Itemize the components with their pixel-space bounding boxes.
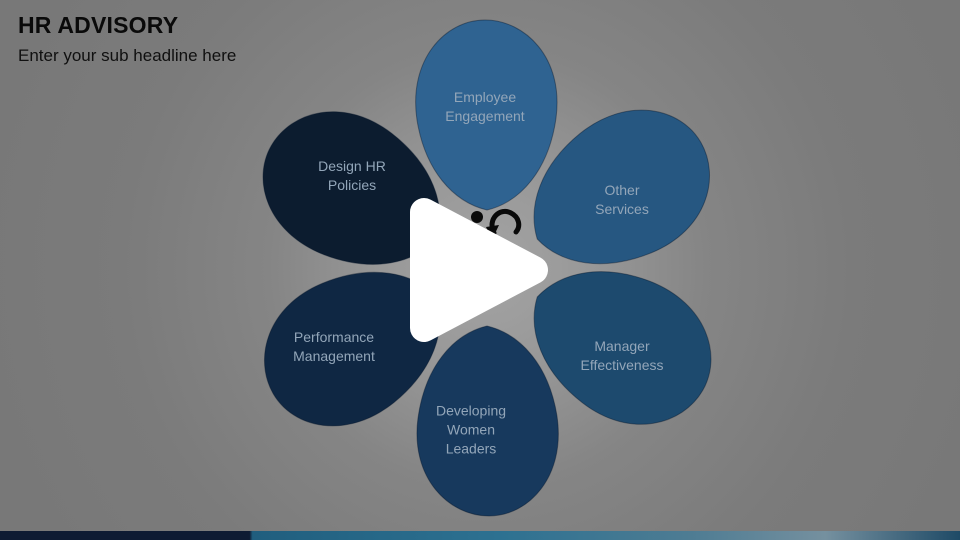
petal-other-services	[533, 109, 710, 265]
petal-employee-engagement	[415, 19, 558, 211]
petal-design-hr-policies	[262, 111, 441, 265]
petal-label-performance-management: Performance Management	[293, 329, 375, 364]
petal-developing-women-leaders	[416, 325, 559, 517]
petal-manager-effectiveness	[533, 271, 712, 425]
petal-label-manager-effectiveness: Manager Effectiveness	[580, 338, 664, 373]
petal-label-employee-engagement: Employee Engagement	[445, 89, 525, 124]
slide-footer-accent-bar	[0, 531, 960, 540]
page-title: HR ADVISORY	[18, 12, 179, 38]
page-subtitle: Enter your sub headline here	[18, 46, 237, 65]
play-button[interactable]	[410, 198, 548, 342]
petal-label-developing-women-leaders: Developing Women Leaders	[435, 402, 507, 457]
petal-label-design-hr-policies: Design HR Policies	[318, 158, 386, 193]
petal-performance-management	[264, 271, 441, 427]
slide-header: HR ADVISORY Enter your sub headline here	[18, 12, 236, 66]
petal-label-other-services: Other Services	[595, 182, 649, 217]
